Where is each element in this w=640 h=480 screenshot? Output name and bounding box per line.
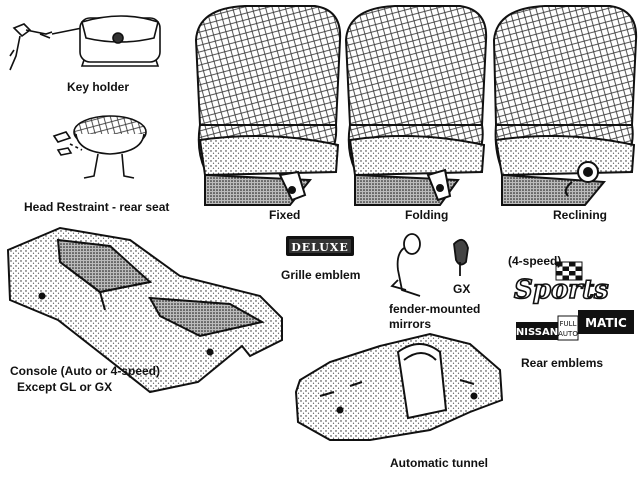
mirrors-label-line2: mirrors	[389, 317, 432, 331]
folding-seat-label: Folding	[405, 208, 449, 222]
console-label-line1: Console (Auto or 4-speed)	[10, 364, 161, 378]
grille-emblem-drawing: DELUXE	[286, 236, 354, 256]
four-speed-label: (4-speed)	[508, 254, 562, 268]
key-holder-label: Key holder	[67, 80, 130, 94]
fender-mirrors-drawing	[390, 233, 469, 297]
nissan-emblem-text: NISSAN	[516, 327, 558, 338]
automatic-tunnel-label: Automatic tunnel	[390, 456, 488, 470]
mirrors-label-line1: fender-mounted	[389, 302, 481, 316]
console-drawing	[6, 226, 283, 394]
head-restraint-drawing	[52, 115, 147, 179]
rear-emblems-drawing: Sports NISSAN FULL AUTO MATIC	[513, 261, 634, 341]
seat-reclining-drawing	[492, 5, 638, 206]
sports-emblem-text: Sports	[514, 275, 609, 305]
head-restraint-label: Head Restraint - rear seat	[24, 200, 170, 214]
key-holder-drawing	[9, 15, 161, 71]
automatic-tunnel-drawing	[294, 332, 504, 441]
auto-emblem-text: AUTO	[558, 330, 578, 338]
sports-emblem: Sports	[513, 261, 610, 306]
seat-folding-drawing	[344, 5, 488, 206]
reclining-seat-label: Reclining	[553, 208, 608, 222]
fixed-seat-label: Fixed	[269, 208, 301, 222]
deluxe-emblem-text: DELUXE	[291, 241, 349, 254]
gx-label: GX	[453, 282, 471, 296]
matic-emblem-text: MATIC	[585, 316, 627, 330]
console-label-line2: Except GL or GX	[17, 380, 113, 394]
grille-emblem-label: Grille emblem	[281, 268, 361, 282]
full-emblem-text: FULL	[560, 320, 577, 328]
seat-fixed-drawing	[194, 5, 342, 206]
nissan-full-auto-matic-emblem: NISSAN FULL AUTO MATIC	[516, 310, 634, 341]
rear-emblems-label: Rear emblems	[521, 356, 604, 370]
